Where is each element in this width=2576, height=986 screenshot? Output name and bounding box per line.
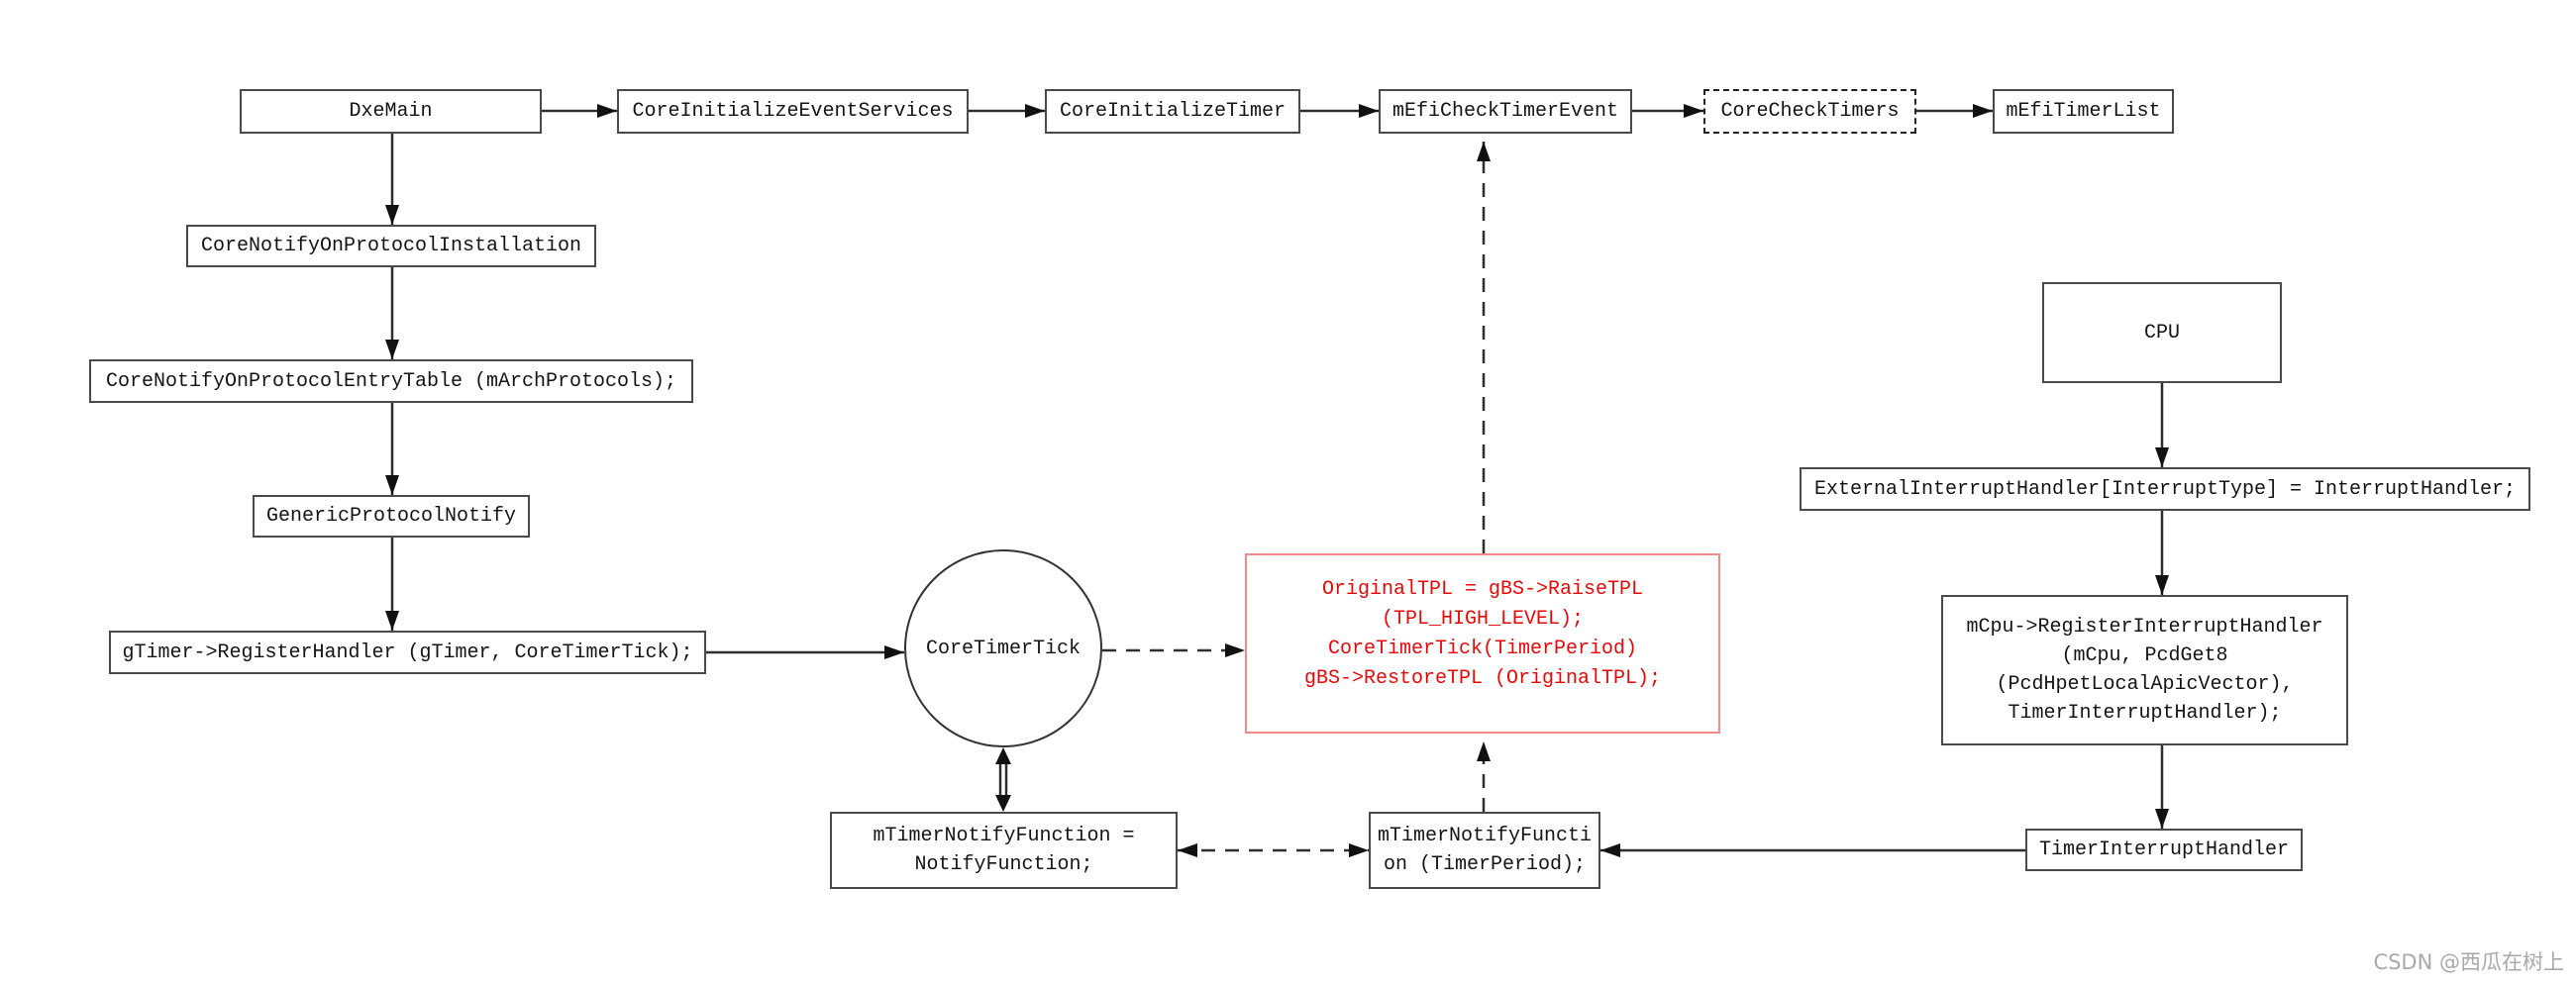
node-m-efi-timer-list: mEfiTimerList (1993, 89, 2174, 134)
node-label: mCpu->RegisterInterruptHandler (1966, 616, 2323, 639)
node-label: CoreInitializeTimer (1059, 100, 1287, 123)
node-label: TimerInterruptHandler); (2008, 702, 2282, 725)
node-m-cpu-register-interrupt-handler: mCpu->RegisterInterruptHandler (mCpu, Pcd… (1941, 595, 2348, 745)
node-label: (PcdHpetLocalApicVector), (1996, 673, 2294, 696)
node-generic-protocol-notify: GenericProtocolNotify (253, 495, 530, 538)
node-label: mTimerNotifyFuncti (1377, 825, 1593, 847)
node-m-timer-notify-function-call: mTimerNotifyFuncti on (TimerPeriod); (1369, 812, 1600, 889)
node-label: DxeMain (349, 100, 433, 123)
node-tpl-raise-call-restore: OriginalTPL = gBS->RaiseTPL (TPL_HIGH_LEV… (1245, 553, 1720, 734)
node-m-efi-check-timer-event: mEfiCheckTimerEvent (1379, 89, 1632, 134)
node-cpu: CPU (2042, 282, 2282, 383)
node-label: CoreTimerTick (925, 637, 1082, 660)
node-label: NotifyFunction; (914, 853, 1093, 876)
node-core-notify-on-protocol-entry-table: CoreNotifyOnProtocolEntryTable (mArchPro… (89, 359, 693, 403)
node-label: OriginalTPL = gBS->RaiseTPL (1321, 578, 1644, 601)
node-core-initialize-timer: CoreInitializeTimer (1045, 89, 1300, 134)
node-m-timer-notify-function-assign: mTimerNotifyFunction = NotifyFunction; (830, 812, 1178, 889)
node-label: CPU (2143, 321, 2180, 345)
node-label: (mCpu, PcdGet8 (2061, 644, 2228, 667)
node-label: CoreCheckTimers (1720, 100, 1900, 123)
node-label: mEfiTimerList (2006, 100, 2161, 123)
node-label: gBS->RestoreTPL (OriginalTPL); (1303, 667, 1662, 690)
node-label: (TPL_HIGH_LEVEL); (1381, 608, 1585, 631)
node-core-check-timers: CoreCheckTimers (1703, 89, 1916, 134)
node-label: on (TimerPeriod); (1383, 853, 1587, 876)
node-core-initialize-event-services: CoreInitializeEventServices (617, 89, 969, 134)
node-label: TimerInterruptHandler (2038, 838, 2290, 861)
node-label: ExternalInterruptHandler[InterruptType] … (1813, 477, 2517, 501)
node-external-interrupt-handler-assign: ExternalInterruptHandler[InterruptType] … (1800, 467, 2530, 511)
node-label: CoreTimerTick(TimerPeriod) (1327, 638, 1638, 660)
node-label: CoreInitializeEventServices (632, 100, 954, 123)
node-core-timer-tick: CoreTimerTick (904, 549, 1102, 747)
node-label: gTimer->RegisterHandler (gTimer, CoreTim… (122, 641, 693, 664)
node-core-notify-on-protocol-installation: CoreNotifyOnProtocolInstallation (186, 225, 596, 267)
watermark: CSDN @西瓜在树上 (2373, 950, 2564, 974)
node-timer-interrupt-handler: TimerInterruptHandler (2025, 829, 2303, 871)
node-label: mEfiCheckTimerEvent (1391, 100, 1619, 123)
node-label: CoreNotifyOnProtocolInstallation (200, 235, 582, 257)
edge-core-timer-tick-notify-function-double-link (995, 747, 1011, 812)
node-label: CoreNotifyOnProtocolEntryTable (mArchPro… (105, 369, 677, 393)
node-label: mTimerNotifyFunction = (873, 825, 1135, 847)
node-label: GenericProtocolNotify (265, 505, 517, 528)
node-g-timer-register-handler: gTimer->RegisterHandler (gTimer, CoreTim… (109, 631, 706, 674)
node-dxe-main: DxeMain (240, 89, 542, 134)
